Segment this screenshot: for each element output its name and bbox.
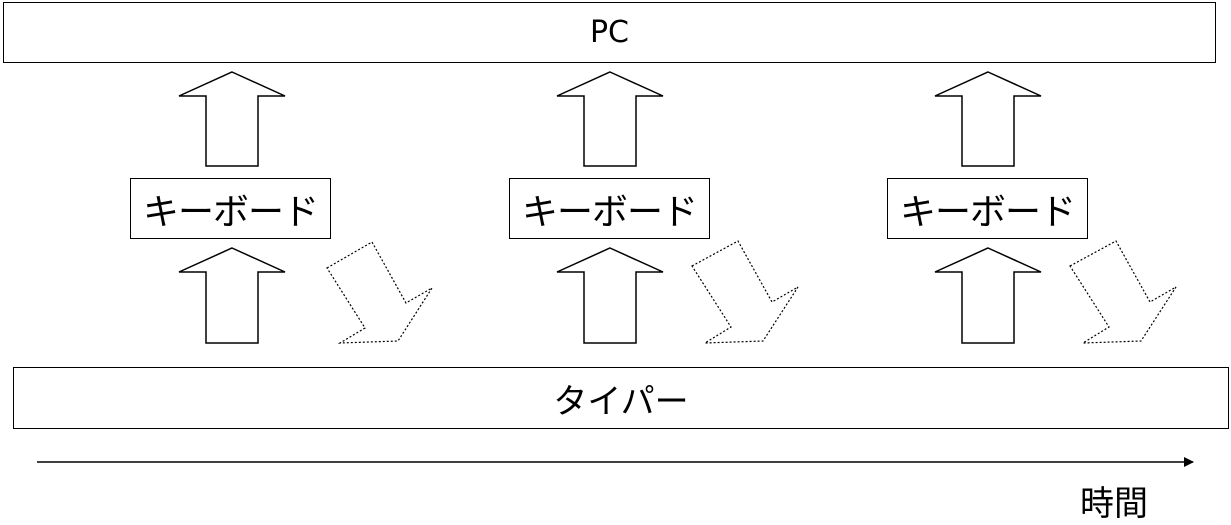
pc-label: PC — [589, 15, 630, 50]
up-arrow-typer-to-keyboard-3 — [934, 247, 1042, 344]
keyboard-box-1: キーボード — [130, 178, 331, 239]
keyboard-label-2: キーボード — [521, 191, 698, 233]
up-arrow-typer-to-keyboard-2 — [556, 247, 664, 344]
keyboard-box-3: キーボード — [887, 178, 1088, 239]
keyboard-box-2: キーボード — [509, 178, 710, 239]
dotted-feedback-arrow-1 — [326, 241, 433, 344]
up-arrow-keyboard-to-pc-1 — [178, 71, 286, 167]
typer-box: タイパー — [13, 367, 1229, 429]
keyboard-label-1: キーボード — [142, 191, 319, 233]
dotted-feedback-arrow-3 — [1069, 240, 1177, 344]
up-arrow-typer-to-keyboard-1 — [178, 247, 286, 344]
up-arrow-keyboard-to-pc-2 — [556, 71, 664, 167]
dotted-feedback-arrow-2 — [691, 240, 799, 344]
keyboard-label-3: キーボード — [899, 191, 1076, 233]
up-arrow-keyboard-to-pc-3 — [934, 71, 1042, 167]
typer-label: タイパー — [553, 381, 689, 422]
pc-box: PC — [3, 2, 1216, 63]
time-axis-label: 時間 — [1080, 484, 1148, 524]
